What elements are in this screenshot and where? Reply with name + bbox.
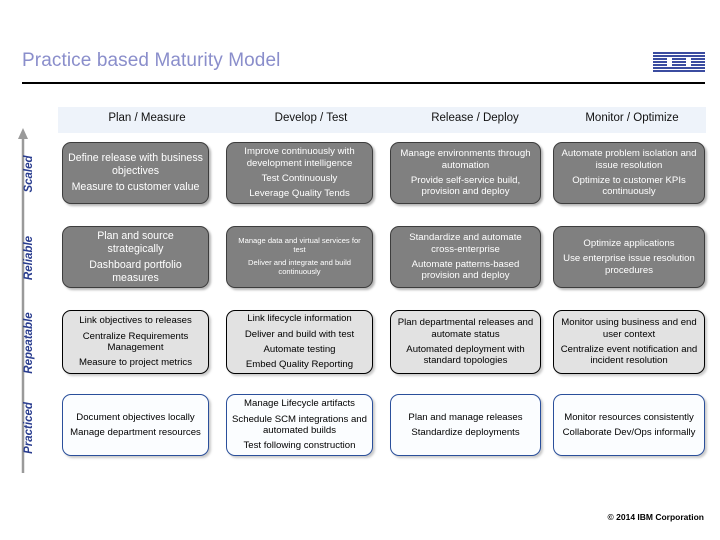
practice-line: Link lifecycle information [247,313,352,325]
practice-line: Automate problem isolation and issue res… [561,148,697,171]
practice-line: Standardize deployments [411,427,520,438]
practice-cell-reliable-release-deploy[interactable]: Standardize and automate cross-enterpris… [390,226,541,288]
column-header-monitor-optimize: Monitor / Optimize [585,112,679,124]
practice-line: Use enterprise issue resolution procedur… [563,253,695,276]
practice-line: Manage data and virtual services for tes… [238,236,361,255]
practice-line: Leverage Quality Tends [249,188,350,200]
practice-line: Measure to customer value [71,181,200,194]
practice-cell-reliable-develop-test[interactable]: Manage data and virtual services for tes… [226,226,373,288]
practice-cell-repeatable-release-deploy[interactable]: Plan departmental releases and automate … [390,310,541,374]
practice-line: Deliver and integrate and build continuo… [247,258,351,276]
practice-line: Optimize to customer KPIs continuously [572,175,686,198]
practice-line: Automate patterns-based provision and de… [411,259,520,282]
practice-line: Automated deployment with standard topol… [406,344,525,367]
practice-line: Define release with business objectives [68,152,203,177]
title-divider [22,82,705,84]
practice-cell-scaled-monitor-optimize[interactable]: Automate problem isolation and issue res… [553,142,705,204]
column-header-plan-measure: Plan / Measure [108,112,186,124]
practice-line: Optimize applications [583,238,675,250]
practice-line: Dashboard portfolio measures [89,259,182,284]
footer-copyright: © 2014 IBM Corporation [607,512,704,522]
practice-line: Centralize event notification and incide… [560,344,698,367]
stage-label-practiced: Practiced [23,402,35,454]
practice-line: Test following construction [243,440,356,452]
practice-line: Standardize and automate cross-enterpris… [409,232,522,255]
practice-line: Measure to project metrics [78,357,193,369]
practice-line: Embed Quality Reporting [245,359,354,371]
practice-line: Plan and manage releases [408,411,523,423]
practice-line: Centralize Requirements Management [82,330,189,353]
practice-line: Plan departmental releases and automate … [397,317,534,340]
column-header-develop-test: Develop / Test [274,112,348,124]
stage-label-scaled: Scaled [23,155,35,193]
practice-line: Document objectives locally [76,411,195,423]
practice-line: Provide self-service build, provision an… [410,175,521,198]
practice-line: Collaborate Dev/Ops informally [562,427,696,438]
stage-label-reliable: Reliable [23,235,35,281]
maturity-arrow-icon [16,128,30,473]
practice-line: Monitor using business and end user cont… [561,317,697,340]
column-header-release-deploy: Release / Deploy [431,112,519,124]
ibm-logo [653,52,705,74]
column-header-band [58,107,706,133]
practice-line: Schedule SCM integrations and automated … [232,413,367,436]
practice-line: Automate testing [263,344,336,355]
practice-line: Plan and source strategically [97,230,174,255]
practice-cell-scaled-develop-test[interactable]: Improve continuously with development in… [226,142,373,204]
practice-line: Manage environments through automation [400,148,531,171]
stage-label-repeatable: Repeatable [23,312,35,374]
practice-line: Deliver and build with test [244,328,355,340]
practice-cell-repeatable-monitor-optimize[interactable]: Monitor using business and end user cont… [553,310,705,374]
page-title: Practice based Maturity Model [22,50,281,71]
practice-line: Monitor resources consistently [564,411,694,423]
practice-line: Link objectives to releases [79,315,192,327]
practice-line: Manage department resources [70,427,201,438]
practice-line: Manage Lifecycle artifacts [244,398,355,410]
practice-line: Test Continuously [261,173,338,184]
practice-line: Improve continuously with development in… [244,146,355,169]
